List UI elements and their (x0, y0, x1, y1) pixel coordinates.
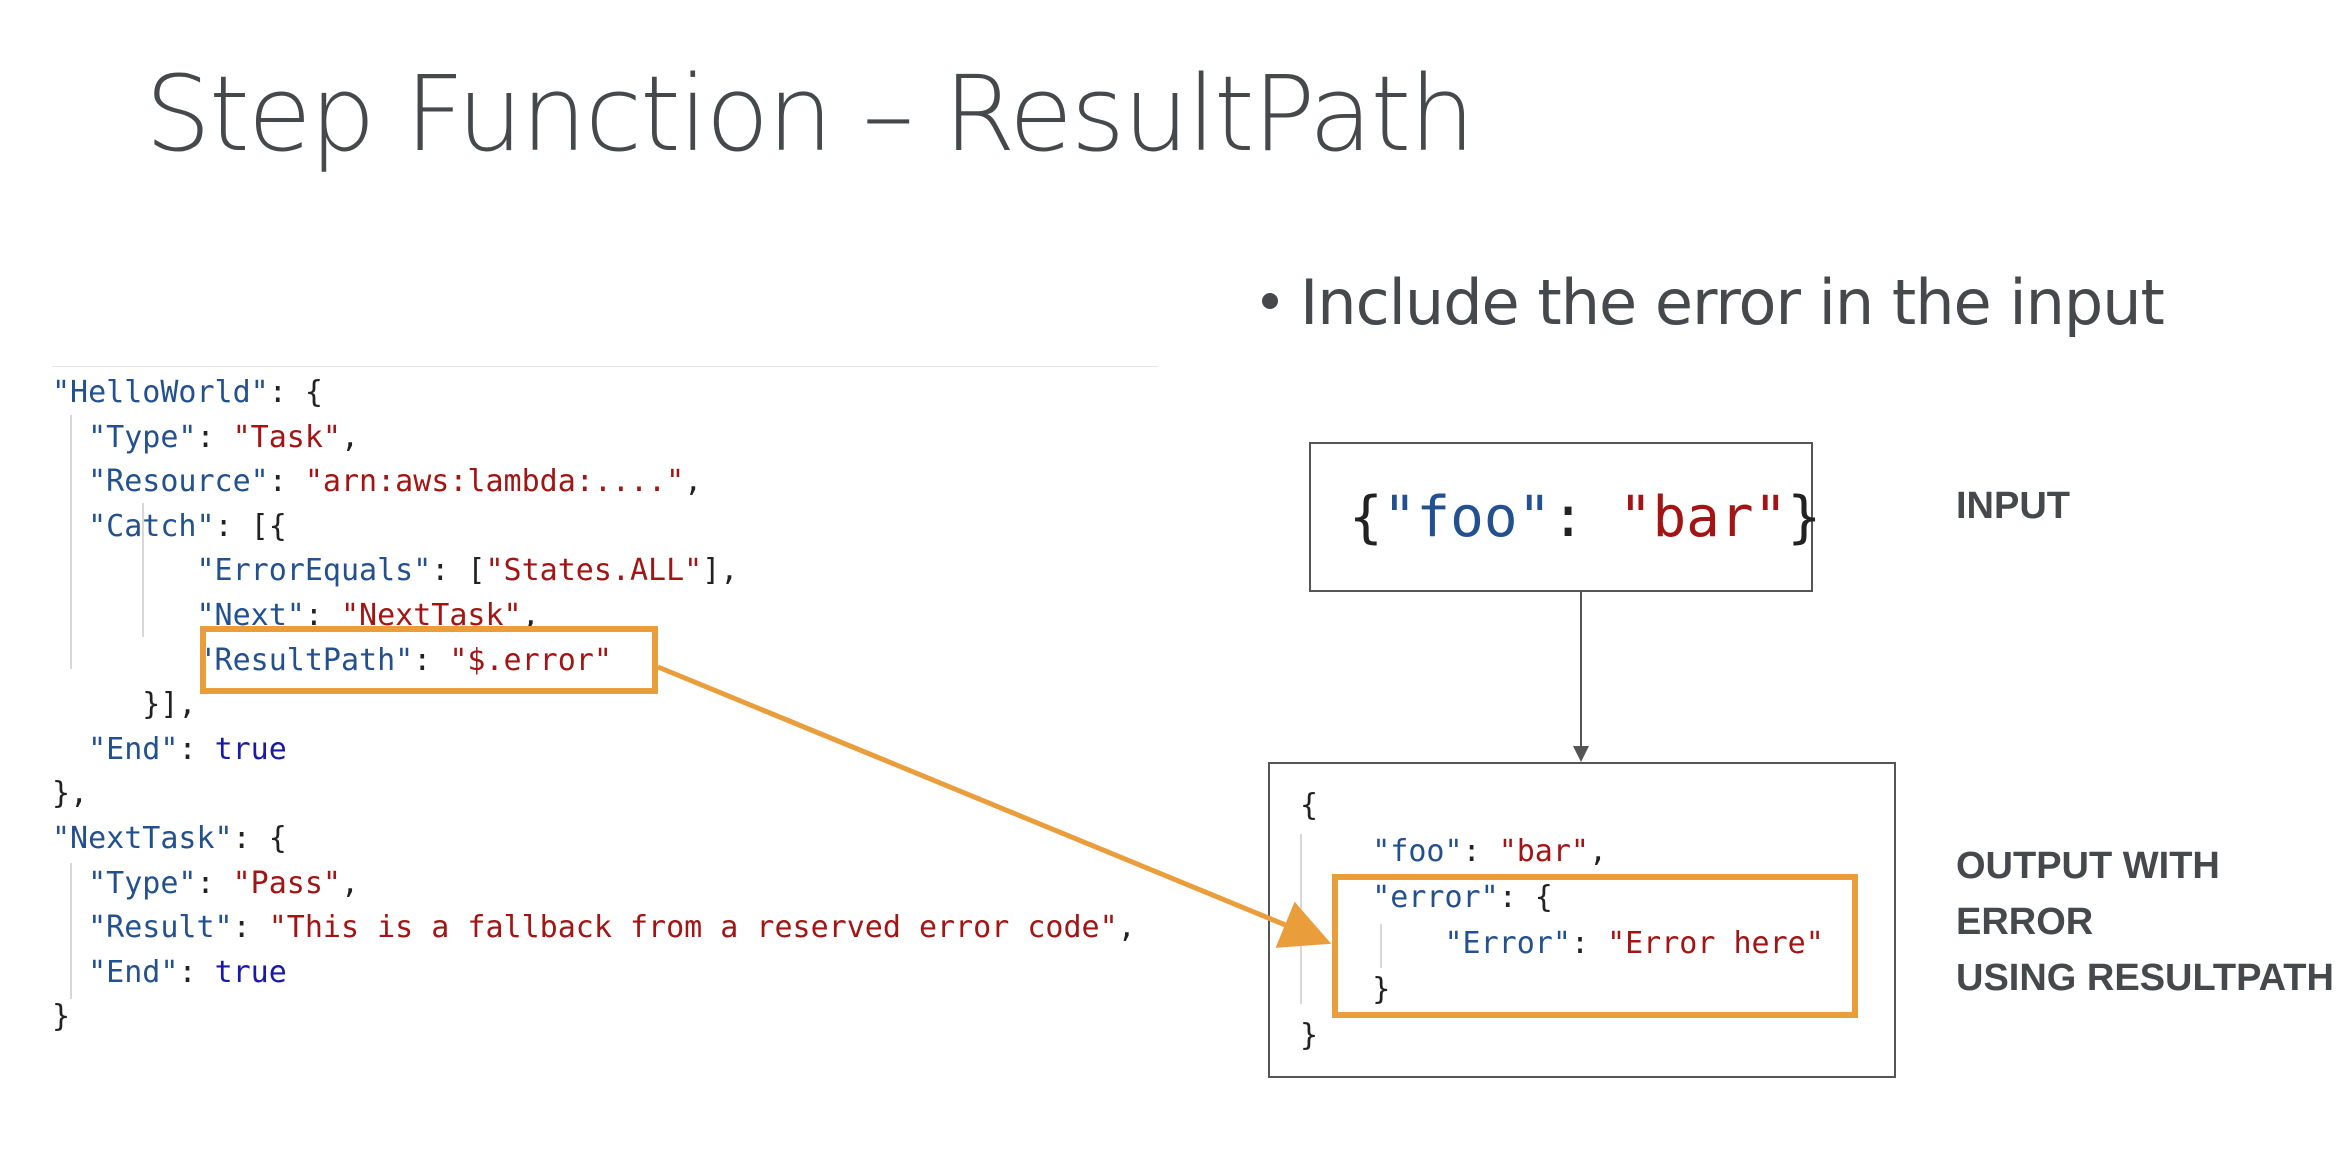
code-token: "foo" (1300, 834, 1463, 869)
code-token: true (214, 954, 287, 990)
code-token: : (196, 865, 233, 901)
resultpath-highlight (200, 626, 658, 694)
output-code-line: } (1300, 1014, 1318, 1058)
code-line: "End": true (52, 728, 287, 772)
code-line: "Resource": "arn:aws:lambda:....", (52, 460, 702, 504)
code-token: } (52, 999, 71, 1035)
bullet-text: Include the error in the input (1300, 266, 2165, 339)
code-token: "HelloWorld" (52, 375, 269, 410)
code-token: "error" (1300, 880, 1499, 915)
resultpath-arrow (657, 664, 1332, 948)
code-token: : (178, 954, 215, 990)
code-line: "Catch": [{ (52, 505, 287, 549)
bullet-point: Include the error in the input (1262, 266, 2165, 339)
code-token: "Catch" (52, 508, 215, 544)
indent-guide (142, 503, 144, 637)
output-label: OUTPUT WITH ERROR USING RESULTPATH (1956, 838, 2334, 1006)
code-token: "$.error" (449, 642, 612, 678)
code-token: } (1787, 484, 1822, 550)
code-line: "Type": "Task", (52, 416, 359, 460)
code-token: { (1349, 484, 1383, 550)
code-line: "Result": "This is a fallback from a res… (52, 906, 1136, 950)
output-label-line: ERROR (1956, 901, 2094, 943)
code-line: "NextTask": { (52, 817, 287, 861)
output-code-line: "error": { (1300, 876, 1553, 920)
bullet-dot-icon (1262, 292, 1278, 309)
output-code-line: { (1300, 784, 1318, 828)
code-token: "Result" (52, 910, 233, 946)
code-line: "ResultPath": "$.error" (52, 639, 612, 683)
input-json-box: {"foo": "bar"} (1309, 442, 1821, 592)
code-token: }, (52, 776, 89, 812)
code-token: "End" (52, 954, 179, 990)
code-line: }, (52, 772, 88, 816)
code-token: true (214, 731, 287, 767)
code-token: : (1551, 484, 1619, 550)
slide-title: Step Function – ResultPath (145, 53, 1475, 175)
output-json-box: { "foo": "bar", "error": { "Error": "Err… (1268, 762, 1896, 1078)
code-token: : { (232, 821, 287, 856)
code-token: "States.ALL" (485, 553, 703, 589)
code-token: "Resource" (52, 464, 269, 500)
code-token: , (341, 419, 360, 455)
code-line: "ErrorEquals": ["States.ALL"], (52, 549, 738, 593)
code-token: : (268, 464, 305, 500)
code-token: "Type" (52, 865, 197, 901)
code-token: "arn:aws:lambda:...." (304, 464, 685, 500)
code-token: } (1300, 1018, 1319, 1053)
code-token: , (341, 865, 360, 901)
code-token: : (232, 910, 269, 946)
code-token: "Error here" (1607, 926, 1824, 961)
code-token: : (196, 419, 233, 455)
code-token: "Type" (52, 419, 197, 455)
code-line: "Type": "Pass", (52, 862, 359, 906)
indent-guide (1380, 924, 1382, 968)
code-token: : (304, 598, 341, 633)
input-label: INPUT (1956, 485, 2070, 527)
code-line: }], (52, 683, 197, 727)
code-line: } (52, 995, 70, 1039)
code-token: "Pass" (232, 865, 341, 901)
code-token: , (1117, 910, 1136, 946)
indent-guide (70, 863, 72, 999)
code-token: , (1589, 834, 1608, 869)
indent-guide (70, 415, 72, 669)
code-token: , (521, 598, 540, 633)
code-token: "End" (52, 731, 179, 767)
code-token: : (413, 642, 450, 678)
output-code-line: } (1300, 968, 1390, 1012)
code-token: "ResultPath" (52, 642, 414, 678)
code-token: } (1300, 972, 1391, 1007)
code-token: : [{ (214, 508, 287, 544)
error-output-highlight (1332, 874, 1858, 1018)
code-line: "End": true (52, 951, 287, 995)
state-machine-json-code: "HelloWorld": { "Type": "Task", "Resourc… (52, 366, 1158, 1047)
code-token: "This is a fallback from a reserved erro… (268, 910, 1118, 946)
output-label-line: USING RESULTPATH (1956, 957, 2334, 999)
code-token: : (1570, 926, 1608, 961)
code-token: : (1462, 834, 1499, 869)
output-code-line: "foo": "bar", (1300, 830, 1607, 874)
code-token: "Task" (232, 419, 341, 455)
code-token: }], (52, 687, 197, 723)
code-token: "foo" (1382, 484, 1552, 550)
code-token: , (684, 464, 703, 500)
code-token: "bar" (1618, 484, 1788, 550)
code-token: : [ (431, 553, 486, 589)
code-token: { (1300, 788, 1319, 823)
code-token: : { (1498, 880, 1553, 915)
code-token: : (178, 731, 215, 767)
output-code-line: "Error": "Error here" (1300, 922, 1824, 966)
code-token: : { (268, 375, 323, 410)
code-token: ], (702, 553, 739, 589)
code-token: "Error" (1300, 926, 1571, 961)
code-token: "bar" (1498, 834, 1589, 869)
code-line: "HelloWorld": { (52, 371, 323, 415)
code-token: "NextTask" (52, 821, 233, 856)
output-label-line: OUTPUT WITH (1956, 845, 2220, 887)
code-token: "ErrorEquals" (52, 553, 432, 589)
